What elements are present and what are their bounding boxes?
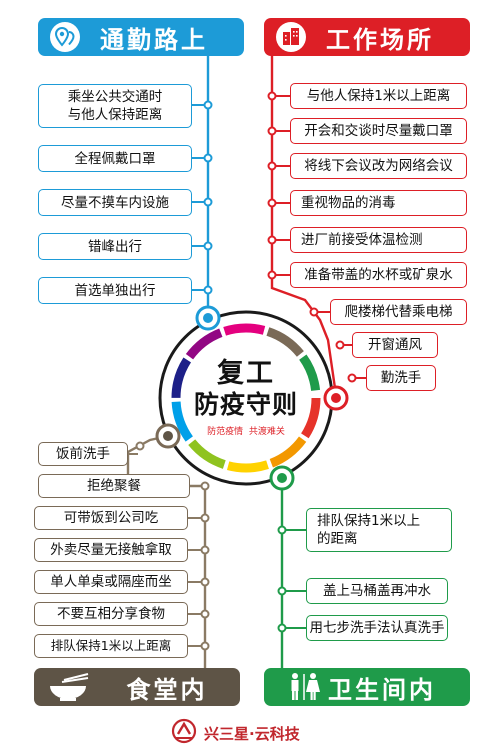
workplace-item: 准备带盖的水杯或矿泉水 xyxy=(290,262,467,288)
workplace-header: 工作场所 xyxy=(264,18,470,56)
canteen-item: 拒绝聚餐 xyxy=(38,474,190,498)
workplace-item: 与他人保持1米以上距离 xyxy=(290,83,467,109)
canteen-item: 可带饭到公司吃 xyxy=(34,506,188,530)
footer-brand: 兴三星·云科技 xyxy=(170,718,340,748)
workplace-item: 勤洗手 xyxy=(366,365,436,391)
blue-junction xyxy=(195,305,221,331)
restroom-title: 卫生间内 xyxy=(328,675,436,704)
commute-item: 首选单独出行 xyxy=(38,277,192,304)
canteen-item: 排队保持1米以上距离 xyxy=(34,634,188,658)
workplace-title: 工作场所 xyxy=(326,25,434,54)
commute-header: 通勤路上 xyxy=(38,18,244,56)
canteen-item: 单人单桌或隔座而坐 xyxy=(34,570,188,594)
commute-title: 通勤路上 xyxy=(100,25,208,54)
workplace-item: 进厂前接受体温检测 xyxy=(290,227,467,253)
location-pin-icon xyxy=(50,22,80,52)
center-subtitle: 防范疫情 共渡难关 xyxy=(207,427,285,437)
canteen-title: 食堂内 xyxy=(126,675,208,704)
commute-item: 尽量不摸车内设施 xyxy=(38,189,192,216)
center-title: 复工 防疫守则 防范疫情 共渡难关 xyxy=(186,358,306,437)
workplace-item: 开窗通风 xyxy=(352,332,438,358)
workplace-item: 开会和交谈时尽量戴口罩 xyxy=(290,118,467,144)
canteen-item: 外卖尽量无接触拿取 xyxy=(34,538,188,562)
restroom-item: 盖上马桶盖再冲水 xyxy=(306,578,448,604)
center-title-line2: 防疫守则 xyxy=(193,390,298,419)
canteen-header: 食堂内 xyxy=(34,668,240,706)
canteen-item: 饭前洗手 xyxy=(38,442,128,466)
center-title-line1: 复工 xyxy=(217,358,275,389)
canteen-item: 不要互相分享食物 xyxy=(34,602,188,626)
workplace-item: 重视物品的消毒 xyxy=(290,190,467,216)
footer-brand-text: 兴三星·云科技 xyxy=(204,724,300,743)
restroom-item: 排队保持1米以上 的距离 xyxy=(306,508,452,552)
restroom-people-icon xyxy=(288,672,320,708)
restroom-header: 卫生间内 xyxy=(264,668,470,706)
commute-item: 全程佩戴口罩 xyxy=(38,145,192,172)
commute-item: 错峰出行 xyxy=(38,233,192,260)
commute-item: 乘坐公共交通时 与他人保持距离 xyxy=(38,84,192,128)
workplace-item: 爬楼梯代替乘电梯 xyxy=(330,299,467,325)
restroom-item: 用七步洗手法认真洗手 xyxy=(306,615,448,641)
company-logo-icon xyxy=(170,718,198,748)
rice-bowl-icon xyxy=(48,672,92,708)
workplace-item: 将线下会议改为网络会议 xyxy=(290,153,467,179)
office-building-icon xyxy=(276,22,306,52)
